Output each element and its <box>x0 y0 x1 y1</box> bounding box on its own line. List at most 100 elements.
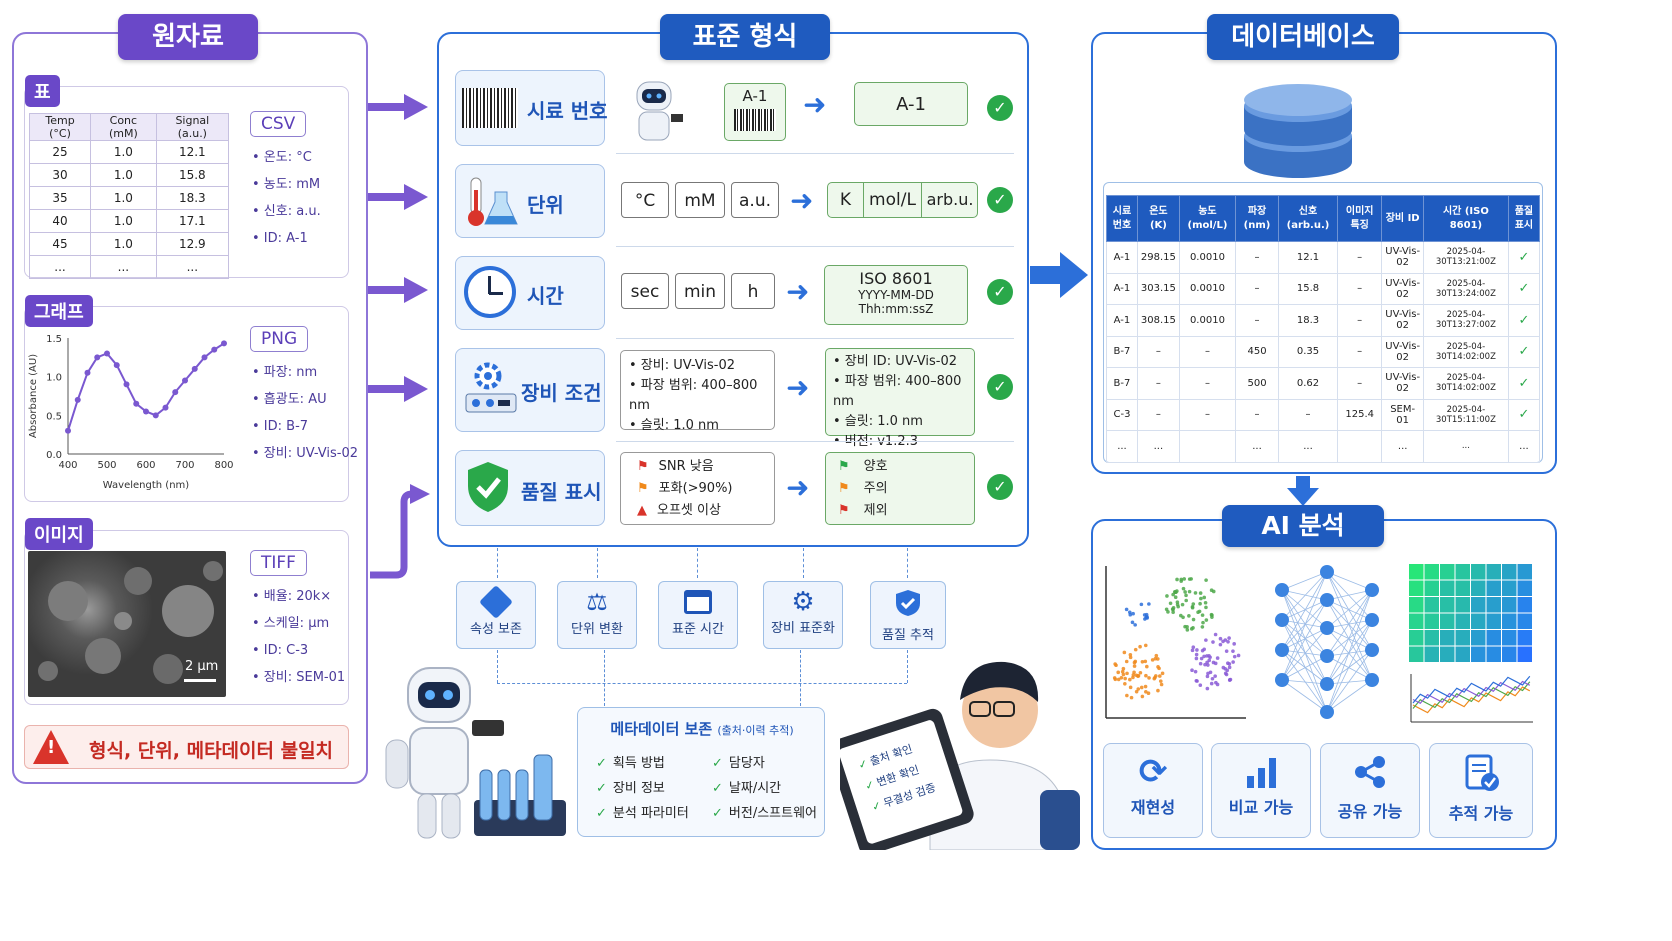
nn-edge <box>1326 619 1373 657</box>
raw-data-title: 원자료 <box>118 14 258 60</box>
cluster-point <box>1173 589 1177 594</box>
cluster-point <box>1231 660 1235 664</box>
cluster-point <box>1128 655 1133 660</box>
cluster-point <box>1198 591 1203 595</box>
nn-edge <box>1326 571 1373 651</box>
check-icon: ✓ <box>987 279 1013 305</box>
table-cell: ... <box>1422 430 1509 463</box>
cluster-point <box>1171 610 1175 615</box>
nn-edge <box>1281 649 1328 657</box>
calendar-icon <box>684 590 712 614</box>
heatmap-cell <box>1502 630 1517 646</box>
cluster-point <box>1154 674 1158 678</box>
time-input-1: min <box>675 273 725 309</box>
cluster-point <box>1181 615 1185 620</box>
data-point <box>113 362 120 369</box>
data-point <box>162 404 169 411</box>
table-cell: 303.15 <box>1136 272 1180 305</box>
check-icon: ✓ <box>712 781 723 796</box>
table-cell: 1.0 <box>90 186 157 210</box>
cluster-point <box>1116 670 1121 675</box>
cluster-point <box>1129 695 1134 700</box>
metadata-title: 메타데이터 보존 <box>610 720 713 738</box>
x-tick-label: 700 <box>175 460 194 471</box>
cluster-point <box>1145 616 1150 620</box>
heatmap-cell <box>1424 630 1439 646</box>
cluster-point <box>1171 605 1176 610</box>
nn-edge <box>1281 589 1328 713</box>
heatmap-cell <box>1471 580 1486 596</box>
cluster-point <box>1213 674 1217 678</box>
heatmap-cell <box>1409 630 1424 646</box>
table-cell: ... <box>1106 430 1138 463</box>
cluster-point <box>1112 676 1117 680</box>
table-cell: – <box>1235 272 1279 305</box>
cluster-point <box>1227 665 1232 670</box>
cluster-point <box>1187 614 1191 618</box>
heatmap-cell <box>1409 613 1424 629</box>
cluster-point <box>1156 665 1160 669</box>
row-equipment <box>455 348 605 432</box>
nn-node <box>1275 643 1289 657</box>
cluster-point <box>1125 693 1129 698</box>
db-table-header: 시료 번호 <box>1106 195 1138 242</box>
tag-icon <box>479 585 513 619</box>
cluster-point <box>1142 613 1147 617</box>
data-point <box>133 400 140 407</box>
gear-icon: ⚙ <box>791 587 815 617</box>
nn-edge <box>1281 571 1328 591</box>
nn-edge <box>1281 619 1328 685</box>
equipment-input-box: • 장비: UV-Vis-02• 파장 범위: 400–800 nm• 슬릿: … <box>620 350 775 433</box>
table-cell: 0.62 <box>1278 367 1338 400</box>
raw-table-header: Signal (a.u.) <box>155 113 230 141</box>
cluster-point <box>1191 626 1195 630</box>
bullet-item: • ID: B-7 <box>252 419 309 434</box>
heatmap-cell <box>1517 597 1532 613</box>
heatmap-cell <box>1424 646 1439 662</box>
x-tick-label: 600 <box>136 460 155 471</box>
cluster-point <box>1156 688 1160 693</box>
table-cell: ✓ <box>1507 367 1541 400</box>
table-cell: – <box>1178 367 1237 400</box>
check-icon: ✓ <box>987 95 1013 121</box>
quality-output-item: ⚑주의 <box>838 481 888 496</box>
cluster-point <box>1138 670 1143 675</box>
metadata-item: ✓획득 방법 <box>596 756 665 771</box>
table-cell: 2025-04-30T13:24:00Z <box>1422 272 1509 305</box>
heatmap-cell <box>1486 564 1501 580</box>
cluster-point <box>1190 648 1195 653</box>
quality-input-item: ⚑SNR 낮음 <box>637 459 714 474</box>
data-point <box>74 396 81 403</box>
cluster-point <box>1133 647 1138 652</box>
data-point <box>143 408 149 415</box>
cluster-point <box>1144 673 1148 678</box>
y-tick-label: 0.5 <box>46 411 62 422</box>
table-cell: ... <box>1278 430 1338 463</box>
table-cell: 500 <box>1235 367 1279 400</box>
cluster-point <box>1204 638 1208 642</box>
unit-output-1: mol/L <box>864 183 922 217</box>
heatmap-cell <box>1455 646 1470 662</box>
nn-edge <box>1326 679 1373 685</box>
metadata-box: 메타데이터 보존 (출처·이력 추적) ✓획득 방법✓담당자✓장비 정보✓날짜/… <box>577 707 825 837</box>
clock-icon <box>464 266 516 318</box>
barcode-icon <box>734 109 776 131</box>
table-cell: ... <box>1136 430 1180 463</box>
database-icon <box>1242 76 1354 188</box>
quality-output-box: ⚑양호⚑주의⚑제외 <box>825 452 975 525</box>
heatmap-cell <box>1455 630 1470 646</box>
arrow-right-icon: ➜ <box>786 371 810 404</box>
equipment-output-item: • 슬릿: 1.0 nm <box>833 414 923 429</box>
cluster-point <box>1131 673 1136 677</box>
cluster-point <box>1225 668 1230 673</box>
x-tick-label: 400 <box>58 460 77 471</box>
table-cell: – <box>1336 304 1383 337</box>
heatmap-cell <box>1471 630 1486 646</box>
cluster-point <box>1226 661 1230 665</box>
sample-input-box: A-1 <box>724 83 786 141</box>
cluster-point <box>1195 648 1199 652</box>
